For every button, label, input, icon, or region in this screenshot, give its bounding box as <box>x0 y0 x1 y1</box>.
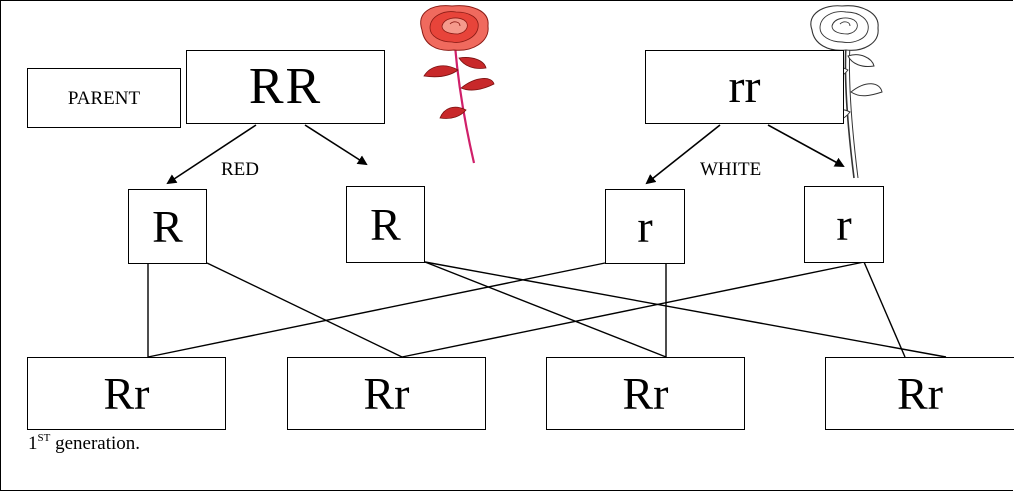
gamete-allele: r <box>836 198 852 250</box>
offspring-genotype: Rr <box>622 367 669 419</box>
arrow-rr-left <box>166 124 257 185</box>
gamete-allele: R <box>370 198 401 250</box>
offspring-genotype: Rr <box>103 367 150 419</box>
cross-line <box>424 261 667 358</box>
phenotype-label-white: WHITE <box>700 159 762 180</box>
gamete-allele: R <box>152 200 183 252</box>
parent-genotype-box-red: RR <box>186 50 385 124</box>
parent-arrows <box>166 124 845 185</box>
gamete-box: r <box>804 186 884 263</box>
generation-text: generation. <box>55 433 141 454</box>
parent-genotype-box-white: rr <box>645 50 844 124</box>
cross-line <box>863 261 906 358</box>
cross-line <box>147 262 606 358</box>
offspring-box: Rr <box>825 357 1014 430</box>
arrow-small-r-right <box>767 124 845 167</box>
gamete-box: R <box>346 186 425 263</box>
diagram-frame <box>0 0 1013 491</box>
gamete-box: r <box>605 189 685 264</box>
cross-line <box>424 261 947 358</box>
generation-number: 1 <box>28 433 38 454</box>
parent-label-box: PARENT <box>27 68 181 128</box>
generation-note: 1ST generation. <box>28 432 140 455</box>
cross-lines <box>147 261 947 358</box>
red-rose-icon <box>420 5 495 164</box>
offspring-box: Rr <box>27 357 226 430</box>
offspring-box: Rr <box>546 357 745 430</box>
parent-label: PARENT <box>67 87 141 109</box>
generation-suffix: ST <box>37 432 51 444</box>
offspring-genotype: Rr <box>363 367 410 419</box>
gamete-box: R <box>128 189 207 264</box>
cross-line <box>401 261 865 358</box>
arrow-rr-right <box>304 124 368 166</box>
gamete-allele: r <box>637 200 653 252</box>
parent-genotype-red: RR <box>248 58 323 115</box>
cross-line <box>206 262 403 358</box>
offspring-box: Rr <box>287 357 486 430</box>
offspring-genotype: Rr <box>897 367 943 419</box>
phenotype-label-red: RED <box>221 159 259 180</box>
arrow-small-r-left <box>645 124 721 185</box>
parent-genotype-white: rr <box>728 60 761 113</box>
